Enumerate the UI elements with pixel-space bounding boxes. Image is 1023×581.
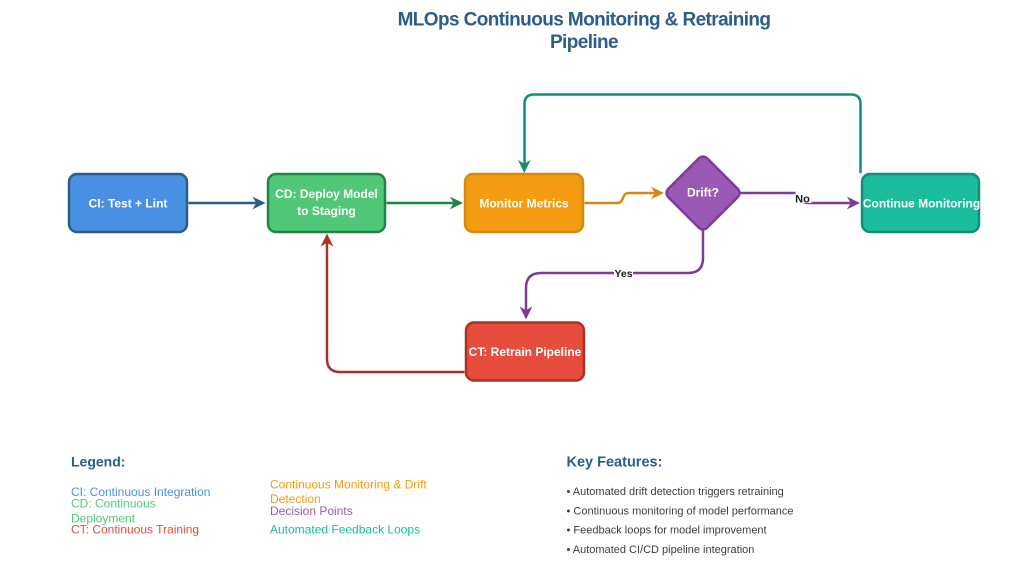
svg-text:Pipeline: Pipeline [550, 32, 618, 53]
svg-text:Detection: Detection [270, 492, 321, 506]
svg-text:Yes: Yes [614, 268, 632, 280]
svg-text:MLOps Continuous Monitoring &: MLOps Continuous Monitoring & Retraining [398, 10, 771, 31]
svg-text:CI: Continuous Integration: CI: Continuous Integration [71, 485, 210, 499]
svg-text:• Continuous monitoring of mod: • Continuous monitoring of model perform… [567, 506, 794, 518]
svg-text:• Automated drift detection tr: • Automated drift detection triggers ret… [567, 486, 784, 498]
svg-text:CT: Retrain Pipeline: CT: Retrain Pipeline [469, 345, 582, 359]
svg-text:CD: Continuous: CD: Continuous [71, 497, 156, 511]
svg-text:Automated Feedback Loops: Automated Feedback Loops [270, 523, 420, 537]
svg-text:Deployment: Deployment [71, 512, 136, 526]
svg-text:• Automated CI/CD pipeline int: • Automated CI/CD pipeline integration [567, 544, 755, 556]
svg-text:CI: Test + Lint: CI: Test + Lint [89, 197, 168, 211]
svg-text:Continuous Monitoring & Drift: Continuous Monitoring & Drift [270, 478, 427, 492]
svg-text:Drift?: Drift? [687, 186, 719, 200]
svg-text:Legend:: Legend: [71, 454, 125, 470]
svg-text:CD: Deploy Model: CD: Deploy Model [275, 187, 378, 201]
svg-text:to Staging: to Staging [297, 204, 356, 218]
svg-text:• Feedback loops for model imp: • Feedback loops for model improvement [567, 525, 767, 537]
svg-text:Monitor Metrics: Monitor Metrics [479, 197, 569, 211]
svg-text:Decision Points: Decision Points [270, 504, 353, 518]
svg-text:Continue Monitoring: Continue Monitoring [863, 197, 980, 211]
svg-text:No: No [795, 194, 810, 206]
svg-text:CT: Continuous Training: CT: Continuous Training [71, 523, 199, 537]
svg-text:Key Features:: Key Features: [567, 455, 663, 471]
